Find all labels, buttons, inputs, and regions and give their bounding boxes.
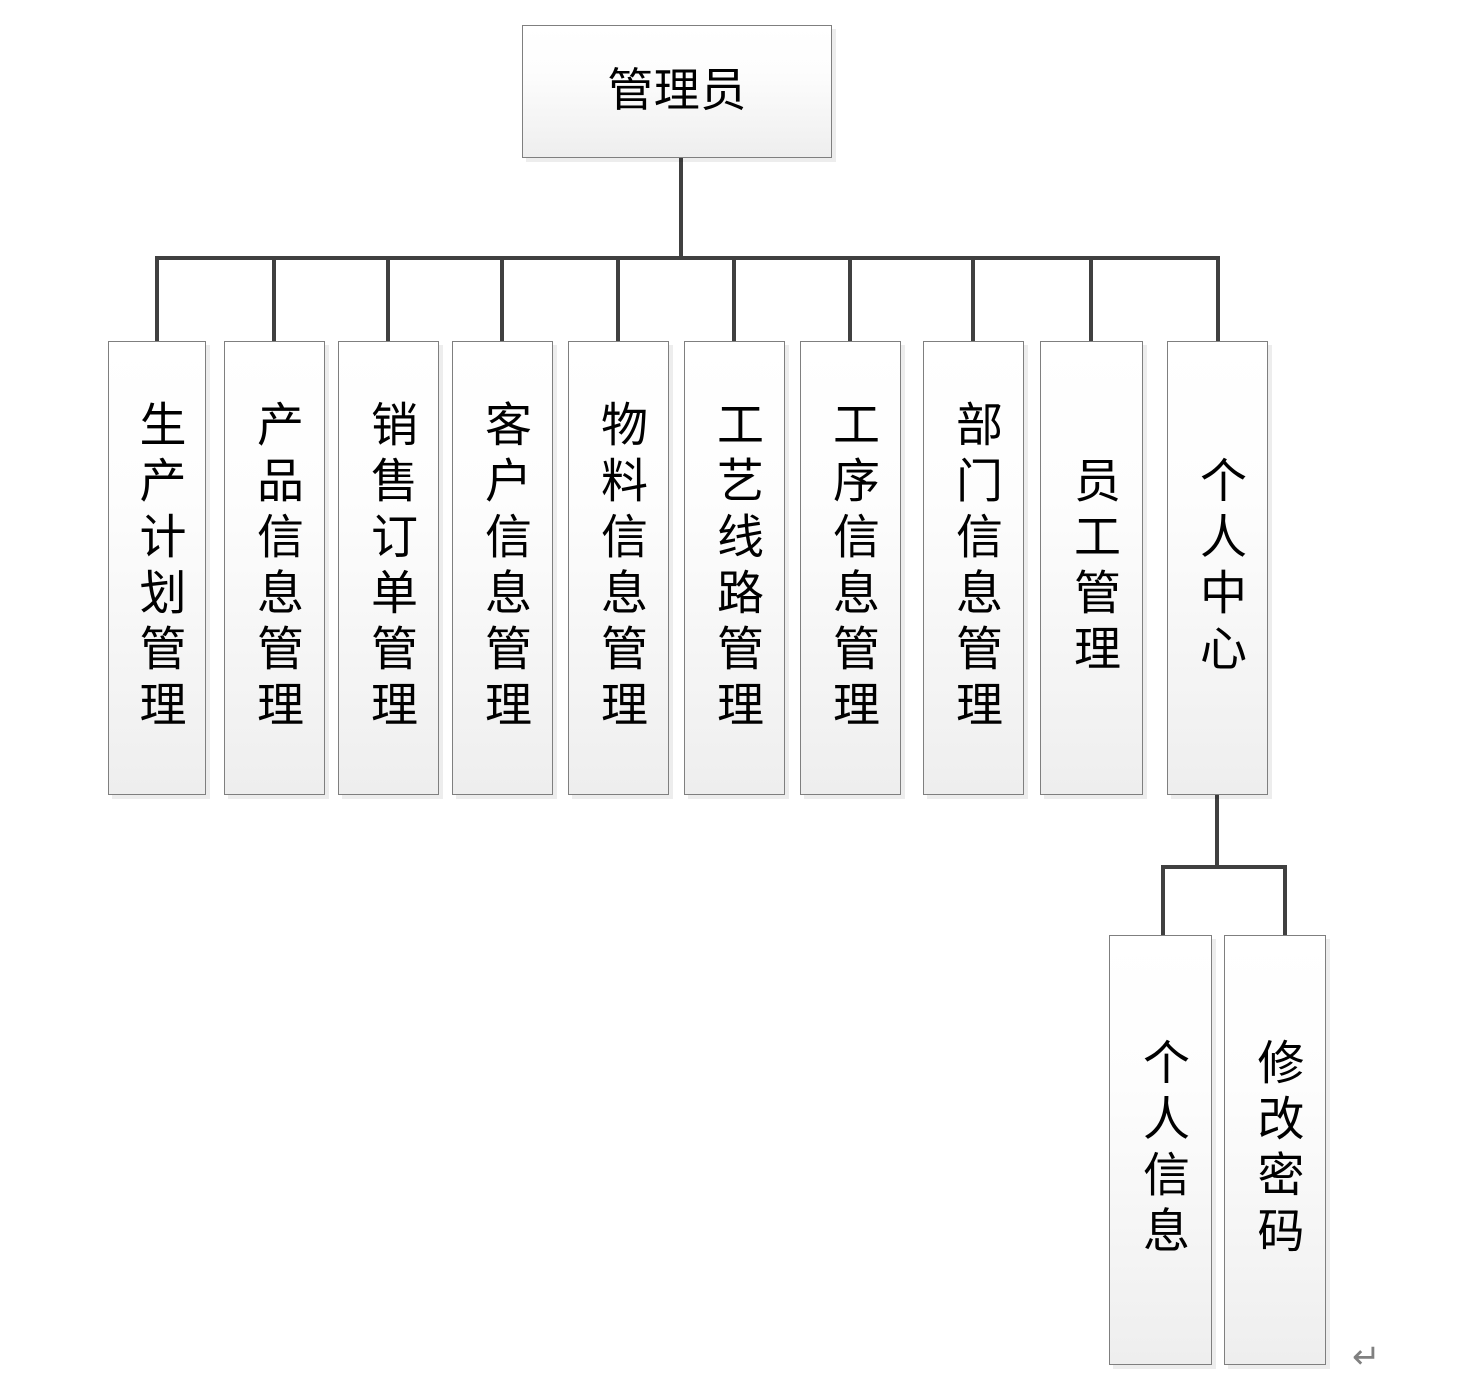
- connector-branch-stem-5: [616, 256, 620, 343]
- connector-root-stem: [679, 158, 683, 260]
- connector-branch-stem-9: [1089, 256, 1093, 343]
- node-level2-2[interactable]: 产品信息管理: [224, 341, 325, 795]
- connector-sub-stem: [1215, 795, 1219, 867]
- node-root-admin-label: 管理员: [607, 65, 747, 117]
- connector-sub-branch-stem-2: [1283, 865, 1287, 937]
- connector-branch-stem-6: [732, 256, 736, 343]
- paragraph-mark-icon: ↵: [1352, 1337, 1381, 1377]
- node-level2-1-label: 生产计划管理: [131, 400, 184, 736]
- node-level2-4[interactable]: 客户信息管理: [452, 341, 553, 795]
- connector-branch-stem-2: [272, 256, 276, 343]
- node-level2-3-label: 销售订单管理: [363, 400, 415, 736]
- node-level2-4-label: 客户信息管理: [477, 400, 529, 736]
- connector-branch-stem-1: [155, 256, 159, 343]
- node-level3-2[interactable]: 修改密码: [1224, 935, 1326, 1365]
- node-level2-8[interactable]: 部门信息管理: [923, 341, 1024, 795]
- node-level2-7-label: 工序信息管理: [825, 400, 877, 736]
- node-level2-6[interactable]: 工艺线路管理: [684, 341, 785, 795]
- connector-branch-stem-7: [848, 256, 852, 343]
- connector-main-bus: [155, 256, 1220, 260]
- connector-sub-branch-stem-1: [1161, 865, 1165, 937]
- connector-branch-stem-10: [1216, 256, 1220, 343]
- node-level3-1-label: 个人信息: [1135, 1038, 1187, 1262]
- node-root-admin[interactable]: 管理员: [522, 25, 832, 158]
- node-level2-5-label: 物料信息管理: [593, 400, 645, 736]
- connector-branch-stem-4: [500, 256, 504, 343]
- connector-branch-stem-3: [386, 256, 390, 343]
- node-level2-9-label: 员工管理: [1066, 456, 1118, 680]
- node-level2-9[interactable]: 员工管理: [1040, 341, 1143, 795]
- node-level3-1[interactable]: 个人信息: [1109, 935, 1212, 1365]
- node-level2-10[interactable]: 个人中心: [1167, 341, 1268, 795]
- connector-branch-stem-8: [971, 256, 975, 343]
- connector-sub-bus: [1161, 865, 1287, 869]
- node-level2-7[interactable]: 工序信息管理: [800, 341, 901, 795]
- node-level2-8-label: 部门信息管理: [948, 400, 1000, 736]
- node-level2-1[interactable]: 生产计划管理: [108, 341, 206, 795]
- node-level2-3[interactable]: 销售订单管理: [338, 341, 439, 795]
- node-level2-5[interactable]: 物料信息管理: [568, 341, 669, 795]
- node-level2-6-label: 工艺线路管理: [709, 400, 761, 736]
- node-level3-2-label: 修改密码: [1249, 1038, 1302, 1262]
- node-level2-2-label: 产品信息管理: [249, 400, 301, 736]
- node-level2-10-label: 个人中心: [1192, 456, 1244, 680]
